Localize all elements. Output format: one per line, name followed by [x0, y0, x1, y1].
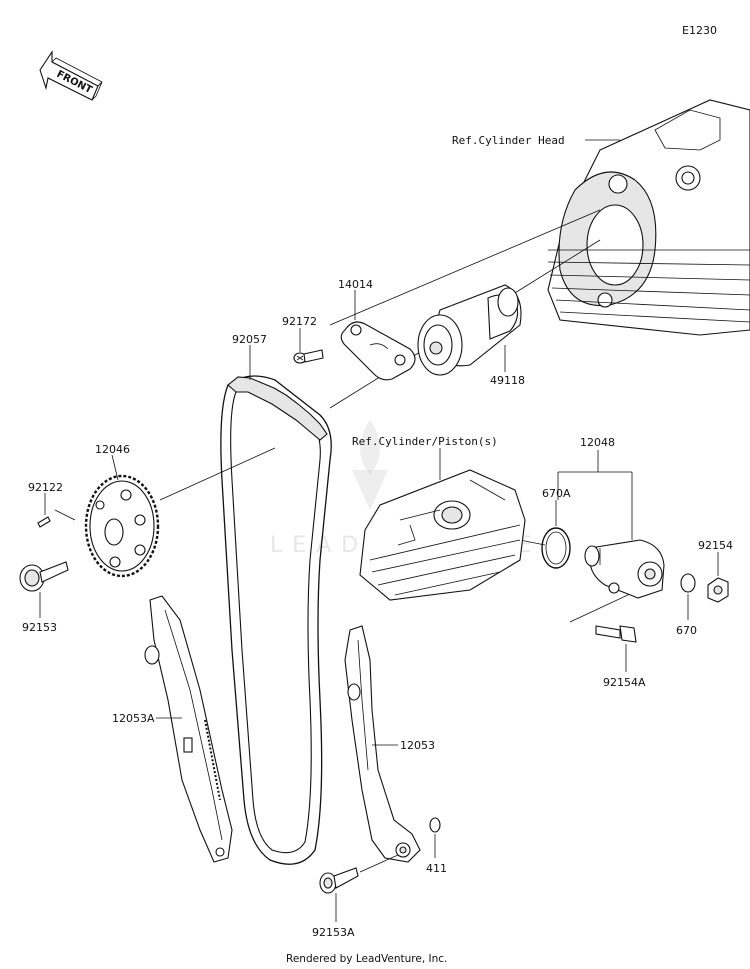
pin-92122 [37, 516, 51, 528]
footer-credit: Rendered by LeadVenture, Inc. [286, 953, 447, 965]
assembly-line-6 [54, 509, 76, 521]
washer-670 [680, 573, 696, 593]
ref-cylinder-piston-label: Ref.Cylinder/Piston(s) [352, 435, 498, 448]
plate-14014 [340, 321, 416, 381]
screw-92172 [293, 349, 324, 364]
part-12053: 12053 [400, 739, 435, 752]
assembly-line-7 [359, 854, 399, 873]
part-92154: 92154 [698, 539, 733, 552]
part-92153A: 92153A [312, 926, 355, 939]
part-12048: 12048 [580, 436, 615, 449]
camshaft [417, 284, 522, 376]
bolt-92153 [19, 561, 69, 592]
diagram-code: E1230 [682, 24, 717, 37]
part-670: 670 [676, 624, 697, 637]
part-14014: 14014 [338, 278, 373, 291]
front-arrow-icon: FRONT [39, 50, 103, 101]
part-670A: 670A [542, 487, 571, 500]
cylinder-head [547, 99, 750, 336]
part-92154A: 92154A [603, 676, 646, 689]
o-ring-670A [541, 527, 571, 569]
cam-chain-tensioner [584, 539, 665, 599]
chain-guide-12053 [344, 625, 421, 863]
part-411: 411 [426, 862, 447, 875]
cylinder-block [359, 469, 526, 601]
part-12046: 12046 [95, 443, 130, 456]
part-49118: 49118 [490, 374, 525, 387]
part-92172: 92172 [282, 315, 317, 328]
part-92153: 92153 [22, 621, 57, 634]
ref-cylinder-head-label: Ref.Cylinder Head [452, 134, 565, 147]
assembly-line-1 [329, 209, 601, 326]
part-92057: 92057 [232, 333, 267, 346]
part-12053A: 12053A [112, 712, 155, 725]
part-92122: 92122 [28, 481, 63, 494]
bolt-92153A [319, 867, 359, 894]
assembly-line-3 [159, 447, 276, 501]
cam-chain [220, 375, 332, 865]
chain-guide-12053A [144, 595, 233, 863]
cam-sprocket [84, 474, 160, 578]
leader-12046 [111, 454, 119, 481]
watermark-logo [352, 420, 388, 510]
washer-411 [429, 817, 441, 833]
bolt-92154 [707, 577, 729, 603]
bolt-92154A [595, 625, 637, 643]
